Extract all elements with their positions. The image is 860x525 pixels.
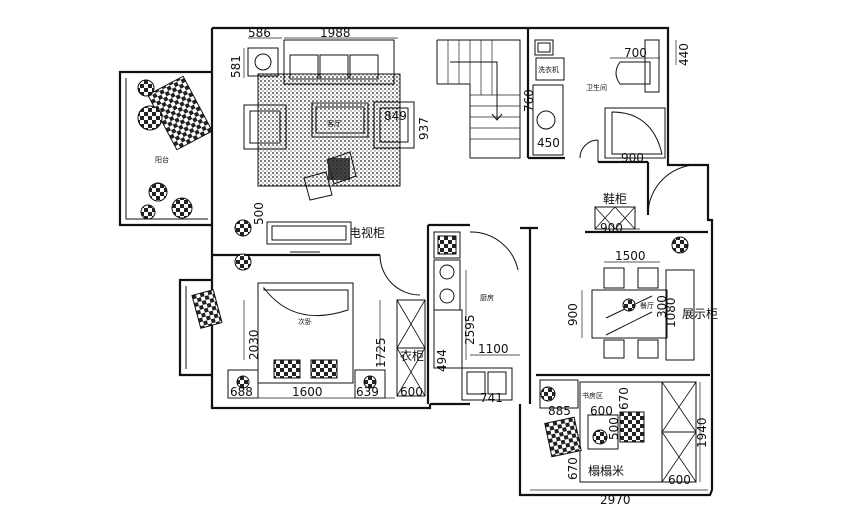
- kitchen: [433, 231, 519, 401]
- tatami-room: [539, 379, 697, 483]
- dim-885: 885: [548, 404, 571, 418]
- dim-900-bath: 900: [621, 151, 644, 165]
- dim-1988: 1988: [320, 26, 351, 40]
- label-tv-cabinet: 电视柜: [349, 225, 385, 240]
- dim-581: 581: [229, 55, 243, 78]
- dim-500-study: 500: [607, 417, 621, 440]
- dim-670-upper: 670: [617, 387, 631, 410]
- staircase: [436, 39, 521, 159]
- label-living: 客厅: [327, 119, 341, 128]
- label-tatami: 榻榻米: [588, 464, 624, 478]
- dim-937: 937: [417, 117, 431, 140]
- room-labels: 电视柜 鞋柜 衣柜 榻榻米 展示柜 卫生间 厨房 阳台 次卧 客厅 餐厅 洗衣机…: [155, 65, 718, 478]
- dimension-labels: 586 1988 581 700 440 760 450 900 849 937…: [229, 26, 709, 507]
- bathroom: [532, 39, 666, 162]
- dim-688: 688: [230, 385, 253, 399]
- label-bathroom: 卫生间: [586, 83, 607, 92]
- dim-1600: 1600: [292, 385, 323, 399]
- dim-300: 300: [655, 295, 669, 318]
- dim-670-lower: 670: [566, 457, 580, 480]
- dim-600-study: 600: [590, 404, 613, 418]
- dim-900-shoe: 900: [600, 221, 623, 235]
- living-room: [234, 39, 415, 271]
- dim-2030: 2030: [247, 329, 261, 360]
- dim-586: 586: [248, 26, 271, 40]
- label-bedroom: 次卧: [298, 317, 312, 326]
- dim-2970: 2970: [600, 493, 631, 507]
- dim-500-tv: 500: [252, 202, 266, 225]
- label-balcony: 阳台: [155, 155, 169, 164]
- dim-1080: 1080: [664, 297, 678, 328]
- dim-849: 849: [384, 109, 407, 123]
- dim-450: 450: [537, 136, 560, 150]
- dim-440: 440: [677, 43, 691, 66]
- label-study: 书房区: [582, 391, 603, 400]
- label-dining: 餐厅: [640, 301, 654, 310]
- dim-1725: 1725: [374, 337, 388, 368]
- label-shoe-cabinet: 鞋柜: [603, 191, 627, 206]
- dim-600-wardrobe: 600: [400, 385, 423, 399]
- dim-494: 494: [435, 349, 449, 372]
- dim-760: 760: [522, 89, 536, 112]
- dim-741: 741: [480, 391, 503, 405]
- label-display-cabinet: 展示柜: [682, 307, 718, 321]
- dim-600-tatami: 600: [668, 473, 691, 487]
- dim-1500: 1500: [615, 249, 646, 263]
- dim-2595: 2595: [463, 314, 477, 345]
- label-washer: 洗衣机: [538, 65, 559, 74]
- label-wardrobe: 衣柜: [400, 348, 424, 363]
- bedroom: [191, 254, 426, 399]
- dim-639: 639: [356, 385, 379, 399]
- dim-1100: 1100: [478, 342, 509, 356]
- balcony: [137, 75, 213, 220]
- dining: [591, 164, 704, 361]
- dim-900-dining: 900: [566, 303, 580, 326]
- dimension-lines: [228, 37, 708, 491]
- label-kitchen: 厨房: [480, 293, 494, 302]
- dim-700: 700: [624, 46, 647, 60]
- dim-1940: 1940: [695, 417, 709, 448]
